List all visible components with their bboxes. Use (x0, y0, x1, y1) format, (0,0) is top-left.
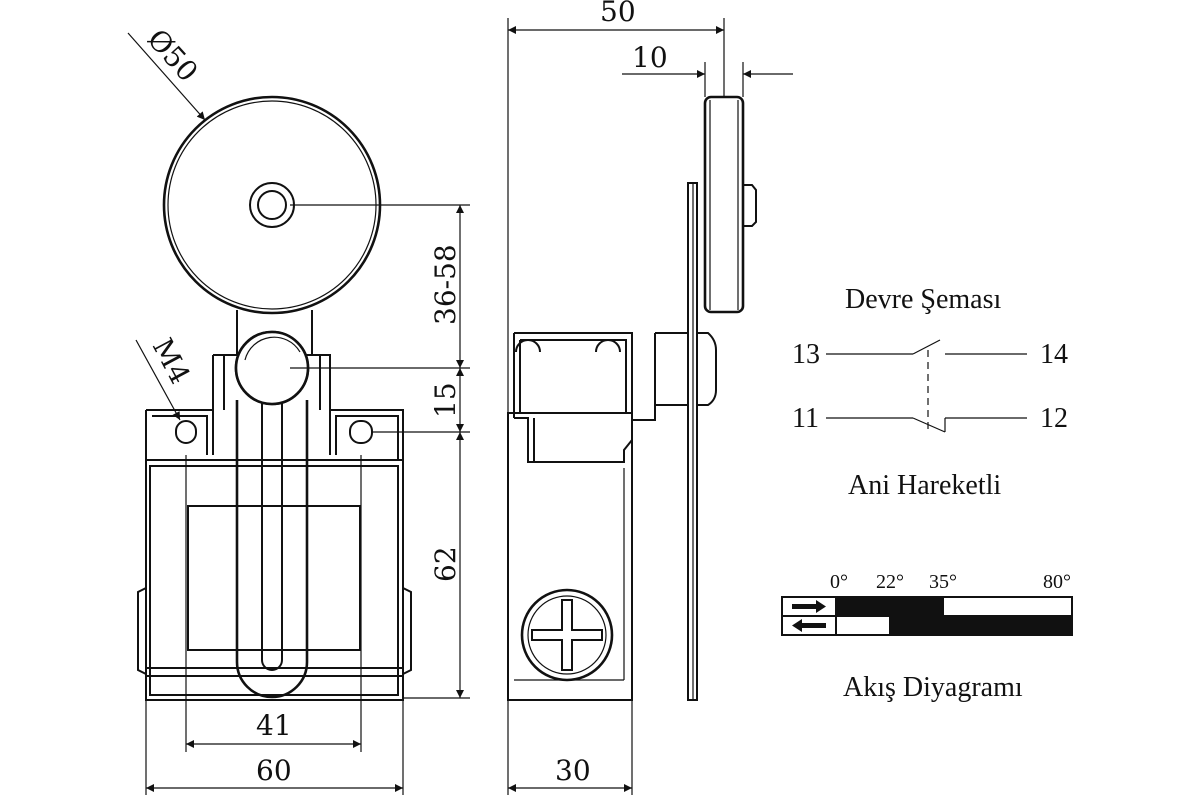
front-body (145, 459, 404, 701)
circuit-diagram: Devre Şeması 13 14 11 12 Ani Hareketli (792, 284, 1068, 501)
lever-slot (261, 402, 283, 671)
terminal-11: 11 (792, 403, 819, 434)
diameter-label: Ø50 (141, 23, 205, 89)
diameter-leader (127, 32, 206, 121)
flow-diagram: 0° 22° 35° 80° Akış Diyagramı (781, 571, 1073, 703)
screw-slot (531, 599, 603, 671)
front-label-window (187, 505, 361, 651)
top-flange (145, 409, 404, 460)
lever-upper-arm (236, 310, 313, 355)
contact-no-blade (912, 339, 941, 355)
thread-label: M4 (146, 333, 197, 390)
roller-axle (743, 184, 757, 227)
contact-nc-blade (912, 417, 946, 433)
reverse-arrow-icon (792, 619, 826, 632)
dim-body-depth-label: 30 (555, 754, 591, 787)
lever-slotted-arm (235, 400, 309, 699)
flow-reverse-on-bar (889, 616, 1072, 635)
terminal-13: 13 (792, 339, 820, 370)
side-dimensions: 50 10 30 (507, 0, 793, 795)
forward-arrow-icon (792, 600, 826, 613)
dim-lever-range-label: 36-58 (429, 244, 462, 325)
flow-forward-on-bar (836, 597, 944, 616)
pivot-mount (212, 354, 331, 410)
roller-side-inner (709, 100, 739, 310)
dim-body-height-label: 62 (429, 546, 462, 582)
flow-angle-22: 22° (876, 571, 904, 593)
side-head-bumps (515, 339, 621, 353)
dim-body-width-label: 60 (256, 754, 292, 787)
circuit-caption: Ani Hareketli (848, 470, 1001, 501)
circuit-title: Devre Şeması (845, 284, 1002, 315)
screw-head-inner (527, 595, 607, 675)
side-head (513, 332, 656, 421)
mounting-hole-left (175, 420, 197, 444)
terminal-12: 12 (1040, 403, 1068, 434)
front-body-base (146, 667, 403, 677)
roller-hub-inner (257, 190, 287, 220)
screw-head (520, 588, 614, 682)
dim-total-depth-label: 50 (600, 0, 636, 28)
front-side-tabs (137, 587, 412, 675)
terminal-14: 14 (1040, 339, 1068, 370)
thread-leader (135, 339, 181, 421)
roller-hub-outer (249, 182, 295, 228)
actuator-shaft (654, 332, 717, 406)
dim-roller-width-label: 10 (632, 41, 668, 74)
flow-angle-35: 35° (929, 571, 957, 593)
pivot-hub-shading (244, 336, 301, 361)
flow-title: Akış Diyagramı (843, 672, 1023, 703)
lever-plate (687, 182, 698, 701)
side-view (507, 95, 757, 701)
roller-side (703, 95, 745, 314)
dim-pivot-offset-label: 15 (429, 382, 462, 418)
mounting-hole-right (349, 420, 373, 444)
front-dimensions: Ø50 M4 36-58 15 62 41 60 (127, 23, 470, 795)
dim-hole-spacing-label: 41 (256, 709, 292, 742)
flow-angle-0: 0° (830, 571, 848, 593)
front-view (137, 95, 412, 701)
flow-angle-80: 80° (1043, 571, 1071, 593)
